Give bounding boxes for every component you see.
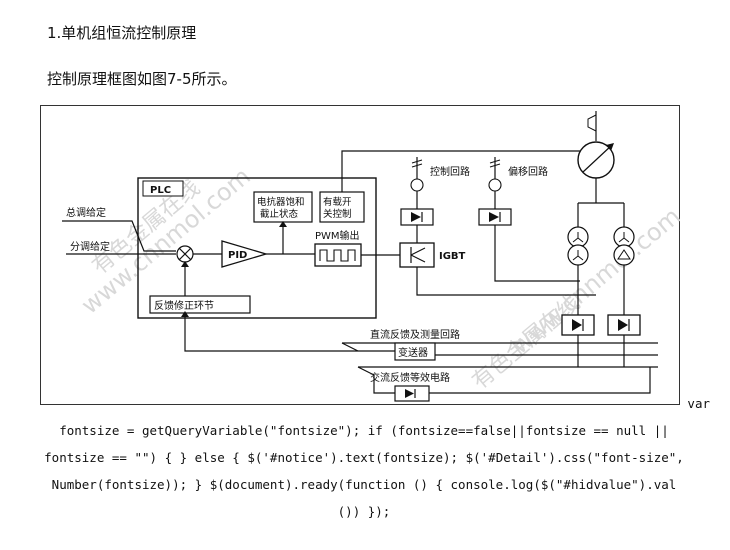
fuse-mark <box>489 159 501 164</box>
wye-symbol-icon <box>572 232 584 243</box>
plc-label: PLC <box>150 185 171 196</box>
control-loop-label: 控制回路 <box>430 165 470 178</box>
wye-symbol-icon <box>618 232 630 243</box>
section-heading: 1.单机组恒流控制原理 <box>47 24 197 42</box>
feedback-correction-box <box>149 295 251 314</box>
current-transformer-icon <box>488 178 502 192</box>
onload-switch-label-2: 关控制 <box>323 208 352 220</box>
fuse-mark <box>411 163 423 168</box>
total-setpoint-line <box>62 220 176 252</box>
igbt-block <box>399 242 435 268</box>
thyristor-icon <box>618 319 628 331</box>
variable-arrow <box>582 144 613 173</box>
igbt-icon <box>410 254 426 263</box>
dc-feedback-label: 直流反馈及测量回路 <box>370 328 460 341</box>
arrowhead <box>279 221 287 227</box>
bias-loop-label: 偏移回路 <box>508 165 548 178</box>
fuse-mark <box>411 159 423 164</box>
delta-symbol-icon <box>617 249 631 260</box>
total-setpoint-label: 总调给定 <box>66 206 106 219</box>
arrowhead <box>606 143 614 151</box>
reactor-state-box <box>253 191 313 223</box>
code-line: ()) }); <box>337 504 391 519</box>
control-diagram: 有色金属在线 www.cnnmol.com 有色金属在线 www.cnnmol.… <box>40 105 680 405</box>
fuse-mark <box>489 163 501 168</box>
ac-feedback-line <box>373 375 395 394</box>
diode-icon <box>405 389 414 398</box>
arrowhead <box>181 261 189 267</box>
igbt-label: IGBT <box>439 251 466 262</box>
current-transformer-icon <box>410 178 424 192</box>
code-line: Number(fontsize)); } $(document).ready(f… <box>51 477 677 492</box>
wye-symbol-icon <box>572 250 584 261</box>
pwm-waveform-icon <box>319 249 356 262</box>
onload-switch-label-1: 有载开 <box>323 196 352 208</box>
figure-border <box>40 105 680 405</box>
transmitter-label: 变送器 <box>398 346 428 359</box>
igbt-icon <box>410 247 426 256</box>
igbt-output-line <box>416 267 596 296</box>
rectifier-transformer-icon <box>613 244 635 266</box>
arrowhead <box>181 311 189 317</box>
dc-tap-line <box>341 342 359 352</box>
sub-setpoint-label: 分调给定 <box>70 240 110 253</box>
reactor-state-label-1: 电抗器饱和 <box>257 196 305 208</box>
summing-cross <box>178 247 192 261</box>
diode-icon <box>411 212 421 222</box>
plc-box <box>137 177 377 319</box>
pwm-label: PWM输出 <box>315 229 360 242</box>
switch-icon <box>587 114 597 132</box>
code-line: fontsize = getQueryVariable("fontsize");… <box>59 423 669 438</box>
plc-label-box <box>142 180 184 197</box>
pid-label: PID <box>228 250 247 261</box>
code-line: var <box>687 396 710 411</box>
switch-to-tapchanger-line <box>341 150 588 192</box>
thyristor-icon <box>572 319 582 331</box>
diode-icon <box>489 212 499 222</box>
feedback-return-line <box>184 313 395 352</box>
control-diagram-svg: 有色金属在线 www.cnnmol.com 有色金属在线 www.cnnmol.… <box>40 105 680 405</box>
reactor-state-label-2: 截止状态 <box>260 208 299 220</box>
feedback-correction-label: 反馈修正环节 <box>154 299 214 312</box>
code-snippet: var fontsize = getQueryVariable("fontsiz… <box>18 390 710 525</box>
ac-feedback-label: 交流反馈等效电路 <box>370 371 450 384</box>
intro-paragraph: 控制原理框图如图7-5所示。 <box>47 70 237 88</box>
watermark-group: 有色金属在线 www.cnnmol.com 有色金属在线 www.cnnmol.… <box>76 162 680 394</box>
pwm-block <box>314 243 362 267</box>
code-line: fontsize == "") { } else { $('#notice').… <box>44 450 684 465</box>
pid-block <box>221 240 269 268</box>
bias-output-line <box>494 225 580 282</box>
ac-tap-line <box>357 366 375 376</box>
ac-feedback-line <box>429 367 651 394</box>
